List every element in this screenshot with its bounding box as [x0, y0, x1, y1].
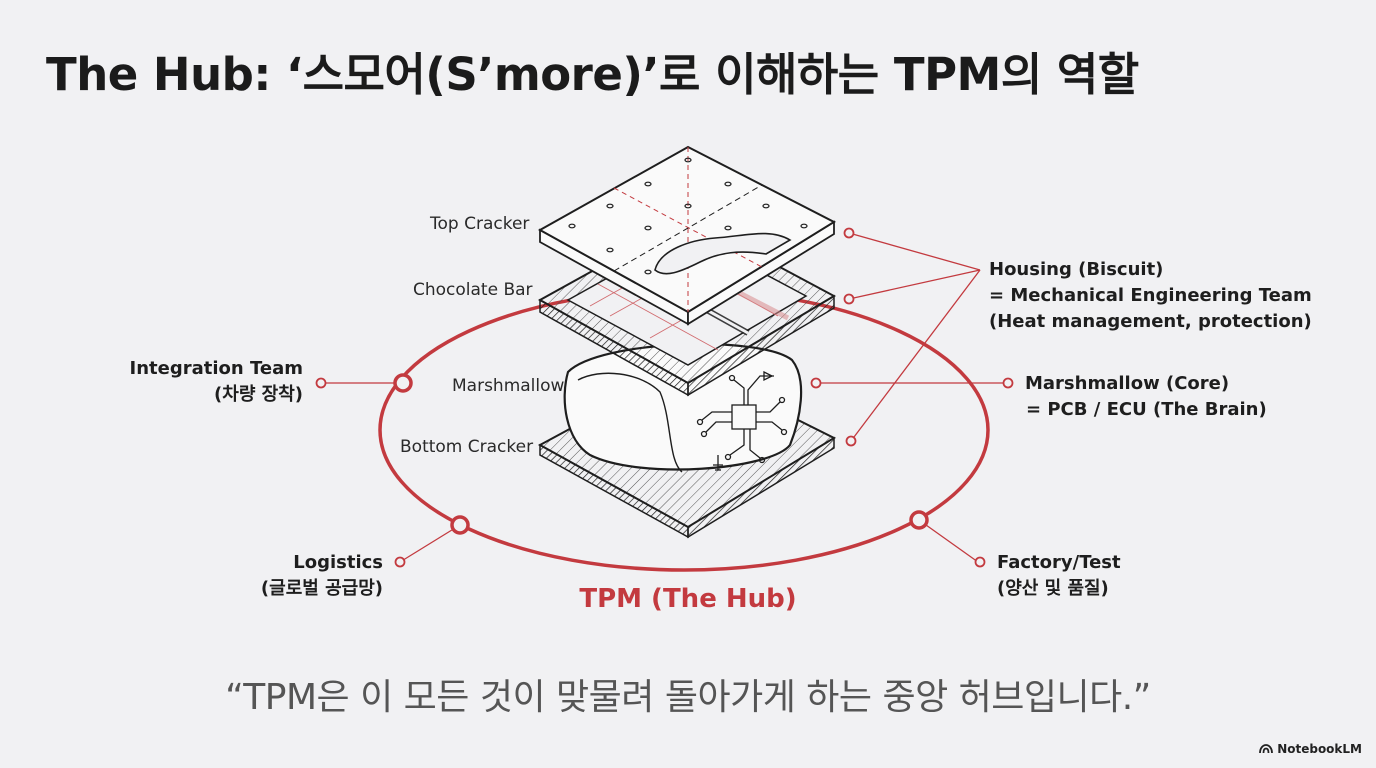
slide-title: The Hub: ‘스모어(S’more)’로 이해하는 TPM의 역할 [46, 48, 1139, 101]
logistics-callout-desc: (글로벌 공급망) [260, 578, 383, 599]
core-callout-desc: = PCB / ECU (The Brain) [1026, 399, 1267, 420]
top-cracker-layer [537, 145, 837, 326]
factory-callout: Factory/Test (양산 및 품질) [997, 550, 1121, 602]
layer-callout-connectors [321, 232, 1003, 563]
housing-callout-team: = Mechanical Engineering Team [989, 285, 1312, 306]
integration-callout: Integration Team (차량 장착) [130, 356, 303, 408]
factory-callout-desc: (양산 및 품질) [997, 578, 1109, 599]
brand-watermark: NotebookLM [1259, 742, 1362, 756]
summary-quote: “TPM은 이 모든 것이 맞물려 돌아가게 하는 중앙 허브입니다.” [225, 677, 1151, 718]
core-callout: Marshmallow (Core) = PCB / ECU (The Brai… [1025, 371, 1267, 423]
brand-name: NotebookLM [1277, 742, 1362, 756]
factory-callout-title: Factory/Test [997, 552, 1121, 573]
chocolate-bar-label: Chocolate Bar [413, 280, 533, 300]
housing-callout-title: Housing (Biscuit) [989, 259, 1164, 280]
marshmallow-label: Marshmallow [452, 376, 565, 396]
hub-label: TPM (The Hub) [579, 584, 797, 614]
logistics-callout: Logistics (글로벌 공급망) [261, 550, 383, 602]
bottom-cracker-label: Bottom Cracker [400, 437, 534, 457]
integration-callout-desc: (차량 장착) [214, 384, 303, 405]
notebooklm-logo-icon [1259, 744, 1274, 754]
housing-callout-role: (Heat management, protection) [989, 311, 1312, 332]
logistics-callout-title: Logistics [293, 552, 383, 573]
top-cracker-label: Top Cracker [430, 214, 530, 234]
housing-callout: Housing (Biscuit) = Mechanical Engineeri… [989, 257, 1312, 335]
marshmallow-layer [563, 343, 803, 473]
connector-endpoints [315, 227, 1014, 568]
integration-callout-title: Integration Team [129, 358, 303, 379]
core-callout-title: Marshmallow (Core) [1025, 373, 1230, 394]
hub-nodes [393, 373, 929, 535]
